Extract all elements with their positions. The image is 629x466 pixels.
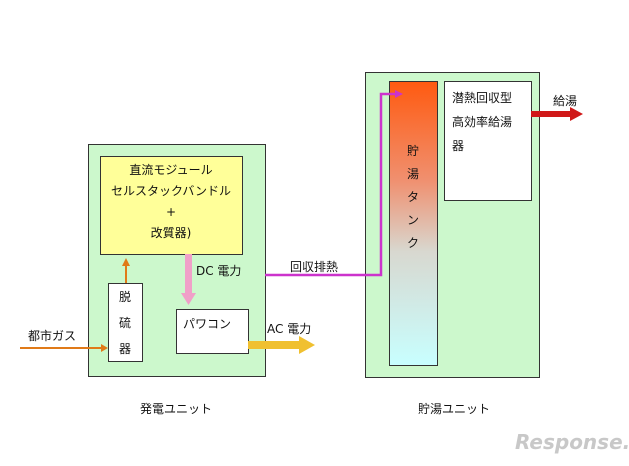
- tank-char: ク: [406, 236, 419, 250]
- ac-power-label: AC 電力: [267, 322, 312, 336]
- dc-module-box: [100, 156, 243, 255]
- module-line: セルスタックバンドル: [110, 184, 231, 198]
- response-watermark: Response.: [515, 430, 629, 454]
- recovered-heat-label: 回収排熱: [290, 260, 339, 274]
- dc-module-label: 直流モジュール セルスタックバンドル + 改質器): [100, 160, 242, 244]
- desulfurizer-char: 脱: [118, 290, 131, 304]
- hot-water-tank: [389, 81, 438, 366]
- desulfurizer-label: 脱 硫 器: [108, 284, 142, 362]
- desulfurizer-char: 器: [118, 342, 131, 356]
- module-line: +: [165, 205, 177, 219]
- storage-unit-label: 貯湯ユニット: [418, 402, 491, 416]
- heater-line: 器: [452, 139, 465, 153]
- hot-water-supply-label: 給湯: [553, 94, 578, 108]
- dc-power-label: DC 電力: [196, 264, 242, 278]
- power-unit-label: 発電ユニット: [140, 402, 213, 416]
- hot-water-supply-arrow: [531, 107, 583, 121]
- desulfurizer-box: [108, 283, 143, 362]
- tank-char: ン: [406, 213, 419, 227]
- heater-line: 高効率給湯: [452, 115, 513, 129]
- heater-line: 潜熱回収型: [452, 91, 513, 105]
- water-heater-label: 潜熱回収型 高効率給湯 器: [452, 86, 512, 158]
- water-heater-box: [444, 81, 532, 201]
- power-conditioner-label: パワコン: [183, 317, 232, 331]
- tank-char: 湯: [406, 167, 419, 181]
- tank-char: 貯: [406, 144, 419, 158]
- module-line: 改質器): [150, 226, 192, 240]
- tank-label: 貯 湯 タ ン ク: [389, 140, 437, 255]
- desulfurizer-char: 硫: [118, 316, 131, 330]
- heat-recovery-line: [265, 90, 403, 277]
- city-gas-label: 都市ガス: [28, 329, 77, 343]
- dc-arrow: [181, 254, 196, 305]
- module-line: 直流モジュール: [129, 163, 213, 177]
- gas-arrow: [20, 258, 130, 352]
- tank-char: タ: [406, 190, 419, 204]
- ac-arrow: [248, 336, 315, 354]
- power-conditioner-box: [176, 309, 249, 354]
